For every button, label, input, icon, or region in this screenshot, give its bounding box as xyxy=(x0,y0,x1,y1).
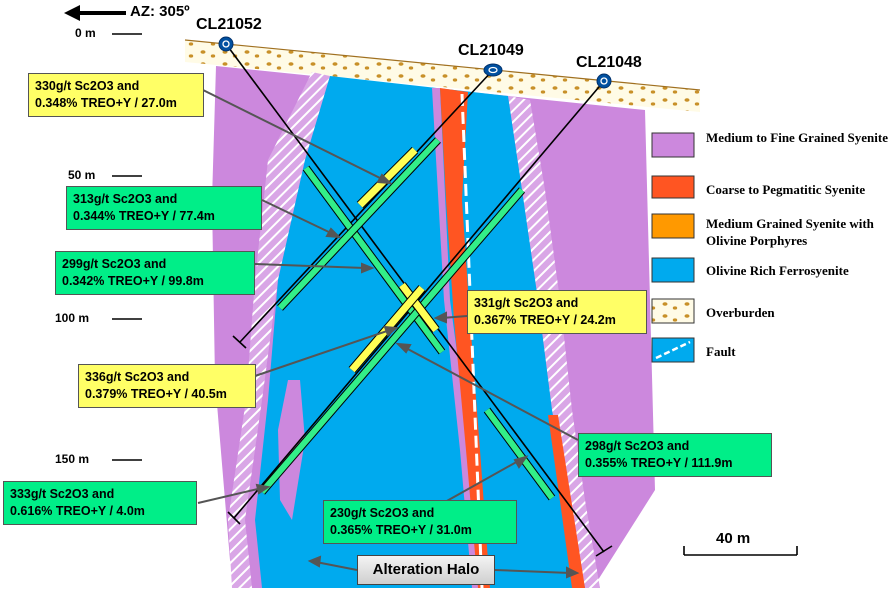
alteration-halo-label: Alteration Halo xyxy=(357,555,495,585)
hole-label: CL21048 xyxy=(576,54,642,71)
alteration-halo-right xyxy=(508,96,600,588)
legend-label: Olivine Rich Ferrosyenite xyxy=(706,263,849,278)
scale-label: 40 m xyxy=(716,530,751,547)
azimuth-label: AZ: 305º xyxy=(130,3,190,20)
collar-marker xyxy=(596,73,612,89)
alteration-halo-left xyxy=(228,72,330,588)
legend-label: Fault xyxy=(706,344,736,359)
depth-label: 100 m xyxy=(55,311,90,325)
azimuth-arrow xyxy=(64,5,126,21)
intercept-callout: 331g/t Sc2O3 and 0.367% TREO+Y / 24.2m xyxy=(467,290,647,334)
intercept-callout: 299g/t Sc2O3 and 0.342% TREO+Y / 99.8m xyxy=(55,251,255,295)
callout-line: 299g/t Sc2O3 and xyxy=(62,257,167,271)
drillhole-cl21048 xyxy=(233,80,605,519)
depth-label: 50 m xyxy=(68,168,96,182)
legend-swatch-syenite xyxy=(651,132,695,158)
collar-marker xyxy=(218,36,234,52)
overburden-band xyxy=(185,40,700,112)
hole-label: CL21049 xyxy=(458,42,524,59)
fault-line xyxy=(460,93,484,589)
callout-line: 313g/t Sc2O3 and xyxy=(73,192,178,206)
hole-label: CL21052 xyxy=(196,16,262,33)
callout-line: 331g/t Sc2O3 and xyxy=(474,296,579,310)
callout-line: 0.616% TREO+Y / 4.0m xyxy=(10,504,145,518)
depth-label: 0 m xyxy=(75,26,96,40)
leader-arrows xyxy=(197,89,580,579)
callout-line: 330g/t Sc2O3 and xyxy=(35,79,140,93)
callout-line: 0.342% TREO+Y / 99.8m xyxy=(62,274,204,288)
intercept-callout: 298g/t Sc2O3 and 0.355% TREO+Y / 111.9m xyxy=(578,433,772,477)
callout-line: 0.365% TREO+Y / 31.0m xyxy=(330,523,472,537)
callout-line: 336g/t Sc2O3 and xyxy=(85,370,190,384)
intercept-callout: 333g/t Sc2O3 and 0.616% TREO+Y / 4.0m xyxy=(3,481,197,525)
callout-line: 0.367% TREO+Y / 24.2m xyxy=(474,313,616,327)
legend-swatch-porphyres xyxy=(651,213,695,239)
drillhole-cl21049 xyxy=(239,69,494,343)
intercept-callout: 330g/t Sc2O3 and 0.348% TREO+Y / 27.0m xyxy=(28,73,204,117)
legend-label: Coarse to Pegmatitic Syenite xyxy=(706,182,866,197)
callout-line: 0.355% TREO+Y / 111.9m xyxy=(585,456,733,470)
callout-line: 333g/t Sc2O3 and xyxy=(10,487,115,501)
intercept-callout: 336g/t Sc2O3 and 0.379% TREO+Y / 40.5m xyxy=(78,364,256,408)
legend-label: Overburden xyxy=(706,305,775,320)
legend-label: Medium Grained Syenite with Olivine Porp… xyxy=(706,216,874,248)
callout-line: 230g/t Sc2O3 and xyxy=(330,506,435,520)
legend-swatch-ferrosyenite xyxy=(651,257,695,283)
callout-line: 0.379% TREO+Y / 40.5m xyxy=(85,387,227,401)
intercept-callout: 313g/t Sc2O3 and 0.344% TREO+Y / 77.4m xyxy=(66,186,262,230)
callout-line: 0.348% TREO+Y / 27.0m xyxy=(35,96,177,110)
callout-line: 0.344% TREO+Y / 77.4m xyxy=(73,209,215,223)
legend-label: Medium to Fine Grained Syenite xyxy=(706,130,888,145)
intercept-callout: 230g/t Sc2O3 and 0.365% TREO+Y / 31.0m xyxy=(323,500,517,544)
scale-bar xyxy=(683,546,798,556)
legend-swatch-overburden xyxy=(651,298,695,324)
depth-label: 150 m xyxy=(55,452,90,466)
callout-line: 298g/t Sc2O3 and xyxy=(585,439,690,453)
collar-marker xyxy=(483,63,503,77)
legend-swatch-pegmatite xyxy=(651,175,695,199)
